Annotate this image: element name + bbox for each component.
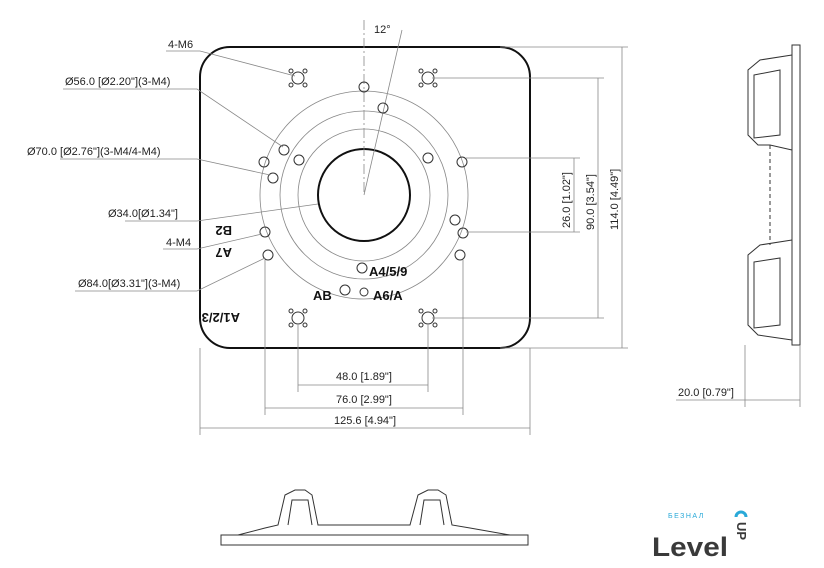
label-b2: B2 xyxy=(215,223,232,238)
callout-d34: Ø34.0[Ø1.34"] xyxy=(108,208,178,220)
callout-d84: Ø84.0[Ø3.31"](3-M4) xyxy=(78,278,180,290)
dim-90: 90.0 [3.54"] xyxy=(585,174,597,230)
label-ab: AB xyxy=(313,288,332,303)
horizontal-dimensions xyxy=(199,260,531,435)
m4-holes xyxy=(258,81,469,297)
label-a123: A1/2/3 xyxy=(202,310,240,325)
plate-outline xyxy=(199,46,531,349)
label-a7: A7 xyxy=(215,245,232,260)
callout-4-m6: 4-M6 xyxy=(168,39,193,51)
logo-main-text: Level xyxy=(652,532,728,562)
callout-4-m4: 4-M4 xyxy=(166,237,191,249)
callouts: 4-M6 Ø56.0 [Ø2.20"](3-M4) Ø70.0 [Ø2.76"]… xyxy=(27,39,319,292)
angle-label: 12° xyxy=(374,24,391,36)
logo-small-text: БЕЗНАЛ xyxy=(668,513,705,520)
side-view xyxy=(676,44,801,407)
bottom-view xyxy=(220,489,529,546)
logo-arc-icon xyxy=(734,510,748,518)
dim-114: 114.0 [4.49"] xyxy=(609,169,621,230)
callout-d70: Ø70.0 [Ø2.76"](3-M4/4-M4) xyxy=(27,146,161,158)
logo-up-text: UP xyxy=(734,522,749,540)
dim-125: 125.6 [4.94"] xyxy=(334,415,396,427)
label-a6a: A6/A xyxy=(373,288,403,303)
dim-20: 20.0 [0.79"] xyxy=(678,387,734,399)
vertical-dimensions xyxy=(432,46,628,349)
circle-d84 xyxy=(259,90,469,300)
levelup-logo: БЕЗНАЛ Level UP xyxy=(652,510,749,562)
label-a459: A4/5/9 xyxy=(369,264,407,279)
dim-48: 48.0 [1.89"] xyxy=(336,371,392,383)
callout-d56: Ø56.0 [Ø2.20"](3-M4) xyxy=(65,76,170,88)
dim-76: 76.0 [2.99"] xyxy=(336,394,392,406)
dim-26: 26.0 [1.02"] xyxy=(561,172,573,228)
